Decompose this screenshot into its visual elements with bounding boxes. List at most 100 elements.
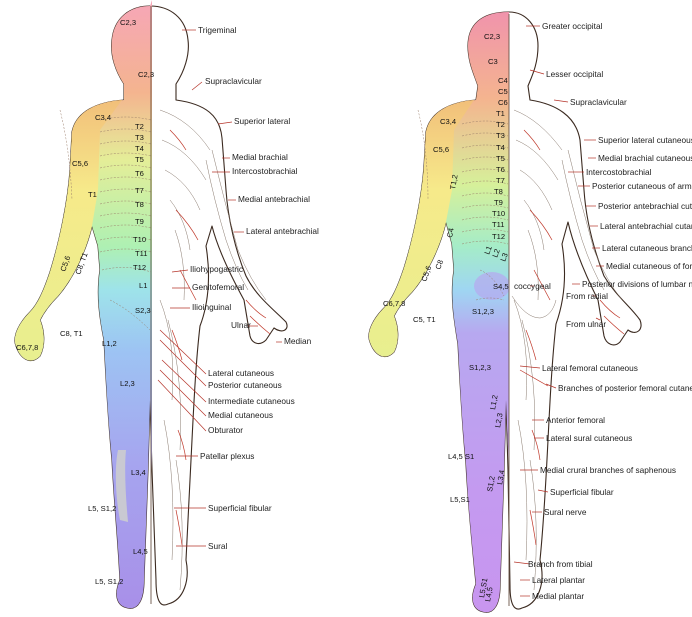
- post-seg-s45: S4,5: [493, 282, 509, 291]
- post-nerve-anterior-femoral: Anterior femoral: [546, 415, 605, 425]
- post-nerve-branches-posterior-femoral: Branches of posterior femoral cutaneous: [558, 383, 692, 393]
- ant-seg-t6: T6: [135, 169, 144, 178]
- post-seg-c3: C3: [488, 57, 498, 66]
- post-nerve-superficial-fibular: Superficial fibular: [550, 487, 614, 497]
- post-seg-c6: C6: [498, 98, 508, 107]
- post-nerve-posterior-divisions-lumbar: Posterior divisions of lumbar nerves: [582, 279, 692, 289]
- ant-seg-c678: C6,7,8: [16, 343, 38, 352]
- ant-seg-t5: T5: [135, 155, 144, 164]
- ant-seg-c56-upper: C5,6: [72, 159, 88, 168]
- ant-seg-s23: S2,3: [135, 306, 151, 315]
- ant-seg-t9: T9: [135, 217, 144, 226]
- post-nerve-medial-brachial-cutaneous: Medial brachial cutaneous: [598, 153, 692, 163]
- post-nerve-lateral-cutaneous-branches: Lateral cutaneous branches: [602, 243, 692, 253]
- post-nerve-from-radial: From radial: [566, 291, 608, 301]
- post-nerve-medial-cutaneous-forearm: Medial cutaneous of forearm: [606, 261, 692, 271]
- ant-nerve-intercostobrachial: Intercostobrachial: [232, 166, 298, 176]
- ant-nerve-intermediate-cutaneous: Intermediate cutaneous: [208, 396, 295, 406]
- post-seg-c5: C5: [498, 87, 508, 96]
- post-seg-t9: T9: [494, 198, 503, 207]
- post-seg-t10: T10: [492, 209, 505, 218]
- ant-nerve-ulnar: Ulnar: [231, 320, 251, 330]
- post-seg-c56: C5,6: [433, 145, 449, 154]
- post-seg-c34: C3,4: [440, 117, 456, 126]
- ant-nerve-ilioinguinal: Ilioinguinal: [192, 302, 231, 312]
- ant-seg-l1: L1: [139, 281, 147, 290]
- ant-seg-l34: L3,4: [131, 468, 146, 477]
- ant-nerve-obturator: Obturator: [208, 425, 243, 435]
- post-seg-t8: T8: [494, 187, 503, 196]
- post-seg-t1: T1: [496, 109, 505, 118]
- post-seg-t4: T4: [496, 143, 505, 152]
- post-seg-t3: T3: [496, 131, 505, 140]
- ant-seg-t10: T10: [133, 235, 146, 244]
- ant-nerve-posterior-cutaneous: Posterior cutaneous: [208, 380, 282, 390]
- post-seg-t11: T11: [492, 220, 505, 229]
- ant-nerve-median: Median: [284, 336, 312, 346]
- ant-nerve-superficial-fibular: Superficial fibular: [208, 503, 272, 513]
- post-seg-t7: T7: [496, 176, 505, 185]
- post-nerve-branch-from-tibial: Branch from tibial: [528, 559, 593, 569]
- post-nerve-from-ulnar: From ulnar: [566, 319, 606, 329]
- ant-seg-t8: T8: [135, 200, 144, 209]
- post-nerve-lateral-sural-cutaneous: Lateral sural cutaneous: [546, 433, 632, 443]
- ant-seg-t3: T3: [135, 133, 144, 142]
- ant-seg-t2: T2: [135, 122, 144, 131]
- post-seg-c678: C6,7,8: [383, 299, 405, 308]
- post-nerve-lesser-occipital: Lesser occipital: [546, 69, 603, 79]
- ant-seg-t4: T4: [135, 144, 144, 153]
- post-seg-c5t1: C5, T1: [413, 315, 436, 324]
- post-seg-l45s1: L4,5 S1: [448, 452, 474, 461]
- post-nerve-posterior-cutaneous-arm: Posterior cutaneous of arm: [592, 181, 692, 191]
- ant-seg-l45: L4,5: [133, 547, 148, 556]
- ant-nerve-medial-brachial: Medial brachial: [232, 152, 288, 162]
- ant-seg-l12: L1,2: [102, 339, 117, 348]
- post-seg-t6: T6: [496, 165, 505, 174]
- ant-seg-l23: L2,3: [120, 379, 135, 388]
- post-nerve-coccygeal: coccygeal: [514, 281, 551, 291]
- post-nerve-greater-occipital: Greater occipital: [542, 21, 603, 31]
- ant-nerve-medial-cutaneous: Medial cutaneous: [208, 410, 273, 420]
- ant-nerve-patellar-plexus: Patellar plexus: [200, 451, 254, 461]
- post-nerve-posterior-antebrachial: Posterior antebrachial cutaneous: [598, 201, 692, 211]
- post-nerve-lateral-plantar: Lateral plantar: [532, 575, 585, 585]
- ant-seg-t1: T1: [88, 190, 97, 199]
- post-seg-c4-arm: C4: [445, 227, 456, 238]
- post-seg-t2: T2: [496, 120, 505, 129]
- post-seg-c23: C2,3: [484, 32, 500, 41]
- post-seg-c8-forearm: C8: [433, 258, 445, 270]
- post-nerve-supraclavicular: Supraclavicular: [570, 97, 627, 107]
- ant-nerve-medial-antebrachial: Medial antebrachial: [238, 194, 310, 204]
- ant-seg-c8t1-hand: C8, T1: [60, 329, 83, 338]
- post-nerve-intercostobrachial: Intercostobrachial: [586, 167, 652, 177]
- anterior-figure: C2,3 C2,3 C3,4 T2 T3 T4 T5 C5,6 T6 T7 T1…: [15, 0, 319, 617]
- ant-nerve-sural: Sural: [208, 541, 228, 551]
- post-nerve-sural-nerve: Sural nerve: [544, 507, 587, 517]
- post-nerve-lateral-femoral-cutaneous: Lateral femoral cutaneous: [542, 363, 638, 373]
- post-seg-l34: L3,4: [495, 469, 506, 485]
- post-seg-c4: C4: [498, 76, 508, 85]
- ant-nerve-trigeminal: Trigeminal: [198, 25, 237, 35]
- posterior-figure: C2,3 C3 C4 C5 C6 T1 T2 T3 C3,4 T4 T5 C5,…: [369, 0, 692, 617]
- ant-seg-t12: T12: [133, 263, 146, 272]
- ant-nerve-superior-lateral: Superior lateral: [234, 116, 290, 126]
- ant-seg-c34: C3,4: [95, 113, 111, 122]
- ant-nerve-lateral-cutaneous: Lateral cutaneous: [208, 368, 274, 378]
- ant-nerve-iliohypogastric: Iliohypogastric: [190, 264, 243, 274]
- post-nerve-medial-crural-saphenous: Medial crural branches of saphenous: [540, 465, 676, 475]
- post-seg-s123-buttock: S1,2,3: [472, 307, 494, 316]
- post-seg-t12: T12: [492, 232, 505, 241]
- post-seg-l5s1-left: L5,S1: [450, 495, 470, 504]
- ant-seg-l5s12-knee: L5, S1,2: [88, 504, 116, 513]
- post-nerve-lateral-antebrachial: Lateral antebrachial cutaneous: [600, 221, 692, 231]
- ant-nerve-genitofemoral: Genitofemoral: [192, 282, 244, 292]
- ant-nerve-lateral-antebrachial: Lateral antebrachial: [246, 226, 319, 236]
- ant-seg-c23-head: C2,3: [120, 18, 136, 27]
- ant-nerve-supraclavicular: Supraclavicular: [205, 76, 262, 86]
- ant-seg-l5s12-foot: L5, S1,2: [95, 577, 123, 586]
- post-seg-s123-thigh: S1,2,3: [469, 363, 491, 372]
- post-nerve-superior-lateral-cutaneous: Superior lateral cutaneous: [598, 135, 692, 145]
- post-nerve-medial-plantar: Medial plantar: [532, 591, 584, 601]
- ant-seg-t11: T11: [135, 249, 148, 258]
